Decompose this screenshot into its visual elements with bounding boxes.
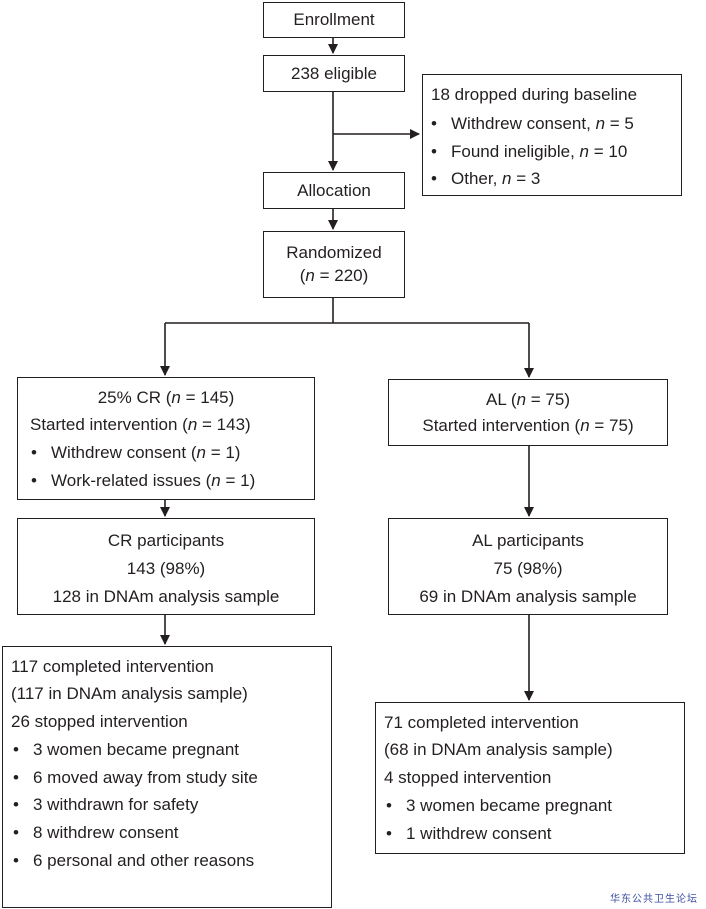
- cr-arm-item: Work-related issues (n = 1): [31, 471, 255, 491]
- cr-stop-reason: 6 personal and other reasons: [13, 851, 254, 871]
- cr-outcome-box: 117 completed intervention (117 in DNAm …: [2, 646, 332, 908]
- cr-arm-started: Started intervention (n = 143): [30, 415, 251, 434]
- randomized-label: Randomized: [286, 243, 382, 262]
- al-outcome-box: 71 completed intervention (68 in DNAm an…: [375, 702, 685, 854]
- cr-arm-item: Withdrew consent (n = 1): [31, 443, 241, 463]
- eligible-box: 238 eligible: [263, 55, 405, 92]
- randomized-count: (n = 220): [299, 266, 369, 285]
- allocation-box: Allocation: [263, 172, 405, 209]
- enrollment-label: Enrollment: [293, 10, 375, 29]
- enrollment-box: Enrollment: [263, 2, 405, 38]
- cr-participants-box: CR participants 143 (98%) 128 in DNAm an…: [17, 518, 315, 615]
- al-stop-reason: 3 women became pregnant: [386, 796, 612, 816]
- eligible-label: 238 eligible: [290, 64, 377, 83]
- al-arm-started: Started intervention (n = 75): [422, 416, 634, 435]
- dropped-item: Found ineligible, n = 10: [431, 142, 627, 162]
- watermark: 华东公共卫生论坛: [610, 894, 698, 905]
- cr-participants-title: CR participants: [107, 531, 225, 550]
- cr-stop-reason: 3 women became pregnant: [13, 740, 239, 760]
- al-participants-dnam: 69 in DNAm analysis sample: [419, 587, 637, 606]
- dropped-title: 18 dropped during baseline: [431, 85, 638, 104]
- cr-stopped: 26 stopped intervention: [11, 712, 188, 731]
- cr-arm-box: 25% CR (n = 145) Started intervention (n…: [17, 377, 315, 500]
- al-participants-box: AL participants 75 (98%) 69 in DNAm anal…: [388, 518, 668, 615]
- al-stopped: 4 stopped intervention: [384, 768, 552, 787]
- al-participants-title: AL participants: [472, 531, 584, 550]
- cr-arm-title: 25% CR (n = 145): [97, 388, 235, 407]
- al-stop-reason: 1 withdrew consent: [386, 824, 551, 844]
- randomized-box: Randomized (n = 220): [263, 231, 405, 298]
- al-arm-title: AL (n = 75): [486, 390, 570, 409]
- dropped-item: Withdrew consent, n = 5: [431, 114, 634, 134]
- cr-stop-reason: 6 moved away from study site: [13, 768, 258, 788]
- cr-participants-dnam: 128 in DNAm analysis sample: [52, 587, 280, 606]
- cr-stop-reason: 8 withdrew consent: [13, 823, 178, 843]
- cr-stop-reason: 3 withdrawn for safety: [13, 795, 198, 815]
- cr-participants-count: 143 (98%): [126, 559, 206, 578]
- al-arm-box: AL (n = 75) Started intervention (n = 75…: [388, 379, 668, 446]
- al-completed-dnam: (68 in DNAm analysis sample): [384, 740, 613, 759]
- cr-completed: 117 completed intervention: [11, 657, 214, 676]
- dropped-box: 18 dropped during baseline Withdrew cons…: [422, 74, 682, 196]
- al-completed: 71 completed intervention: [384, 713, 579, 732]
- al-participants-count: 75 (98%): [493, 559, 563, 578]
- cr-completed-dnam: (117 in DNAm analysis sample): [11, 684, 248, 703]
- dropped-item: Other, n = 3: [431, 169, 540, 189]
- allocation-label: Allocation: [297, 181, 371, 200]
